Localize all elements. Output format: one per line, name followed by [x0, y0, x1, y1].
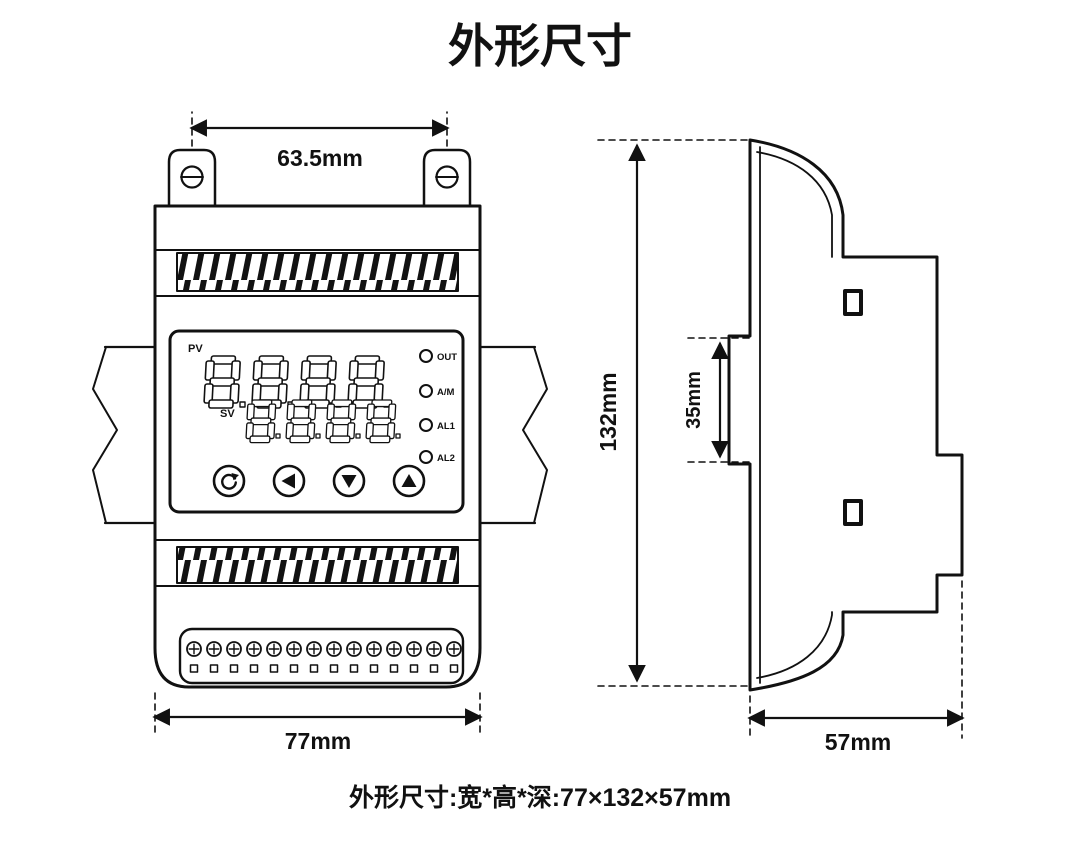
set-button	[212, 464, 246, 498]
rail-clamp-window-top	[843, 289, 863, 316]
side-profile-outline	[727, 138, 964, 692]
case-seam-top	[756, 151, 833, 258]
panel-buttons	[212, 464, 426, 498]
case-seam-bottom	[756, 611, 833, 679]
dim-height: 132mm	[595, 139, 748, 687]
led-label-al2: AL2	[437, 453, 455, 464]
din-rail-right	[478, 345, 548, 525]
led-out-icon	[419, 349, 433, 363]
mounting-ear-right	[422, 148, 472, 208]
terminal-block	[178, 627, 465, 685]
led-label-out: OUT	[437, 352, 457, 363]
page-title: 外形尺寸	[448, 20, 632, 72]
decimal-point-icon	[239, 401, 246, 408]
led-label-am: A/M	[437, 387, 455, 398]
din-rail-left	[92, 345, 157, 525]
sv-label: SV	[220, 408, 235, 420]
dim-bottom-width: 77mm	[152, 692, 483, 754]
mounting-ear-left	[167, 148, 217, 208]
side-view: 132mm 35mm 57mm	[595, 138, 965, 755]
led-al1-icon	[419, 418, 433, 432]
dim-notch-label: 35mm	[683, 371, 705, 429]
vent-strip-bottom	[176, 546, 459, 584]
led-al2-icon	[419, 450, 433, 464]
front-view: PV SV OUT A/M	[92, 111, 548, 754]
led-label-al1: AL1	[437, 421, 456, 432]
dim-depth-label: 57mm	[825, 729, 891, 755]
status-leds: OUT A/M AL1 AL2	[419, 349, 457, 464]
left-triangle-icon	[281, 473, 295, 489]
up-triangle-icon	[401, 474, 417, 487]
dim-notch: 35mm	[683, 337, 750, 463]
dim-depth: 57mm	[747, 580, 965, 755]
rail-clamp-window-bottom	[843, 499, 863, 526]
break-line-icon	[522, 346, 548, 524]
pv-label: PV	[188, 343, 203, 355]
down-triangle-icon	[341, 475, 357, 488]
body-section-lines	[154, 249, 481, 587]
dim-top-width: 63.5mm	[189, 111, 450, 171]
cycle-arrow-icon	[221, 473, 239, 490]
decimal-point-icon	[275, 433, 281, 439]
dim-top-width-label: 63.5mm	[277, 145, 363, 171]
display-panel	[168, 329, 465, 514]
vent-strip-top	[176, 252, 459, 292]
decimal-point-icon	[355, 433, 361, 439]
break-line-icon	[92, 346, 118, 524]
dim-bottom-width-label: 77mm	[285, 728, 351, 754]
dim-height-label: 132mm	[595, 372, 621, 451]
dimension-caption: 外形尺寸:宽*高*深:77×132×57mm	[349, 783, 731, 812]
led-am-icon	[419, 384, 433, 398]
decimal-point-icon	[395, 433, 401, 439]
sv-display	[245, 399, 401, 444]
decimal-point-icon	[315, 433, 321, 439]
